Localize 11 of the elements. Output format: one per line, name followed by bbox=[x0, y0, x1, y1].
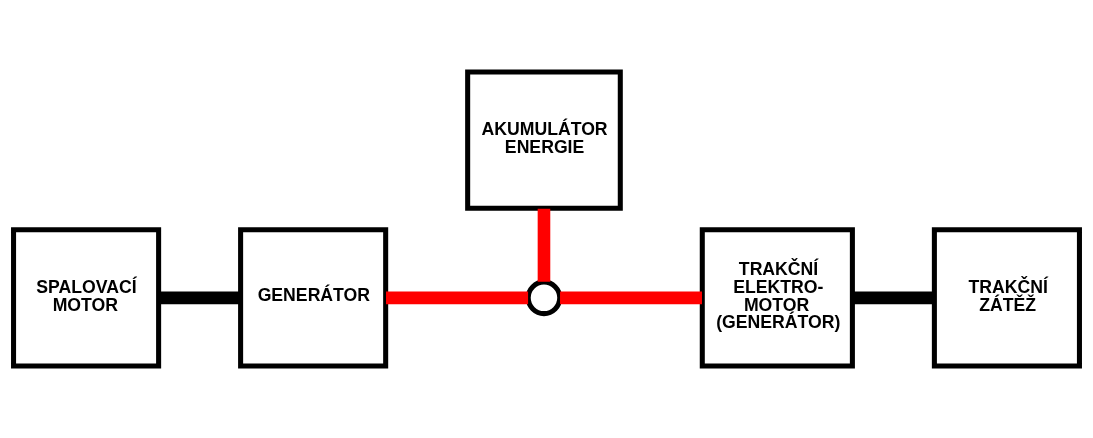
node-box: SPALOVACÍ MOTOR bbox=[11, 227, 162, 369]
node-box: AKUMULÁTOR ENERGIE bbox=[465, 69, 623, 211]
node-circle bbox=[525, 279, 563, 317]
connector bbox=[852, 291, 935, 305]
node-box: GENERÁTOR bbox=[238, 227, 389, 369]
connector bbox=[560, 291, 702, 305]
connector bbox=[159, 291, 241, 305]
node-box: TRAKČNÍ ZÁTĚŽ bbox=[931, 227, 1082, 369]
node-box: TRAKČNÍ ELEKTRO- MOTOR (GENERÁTOR) bbox=[699, 227, 855, 369]
connector bbox=[537, 208, 551, 282]
connector bbox=[386, 291, 529, 305]
